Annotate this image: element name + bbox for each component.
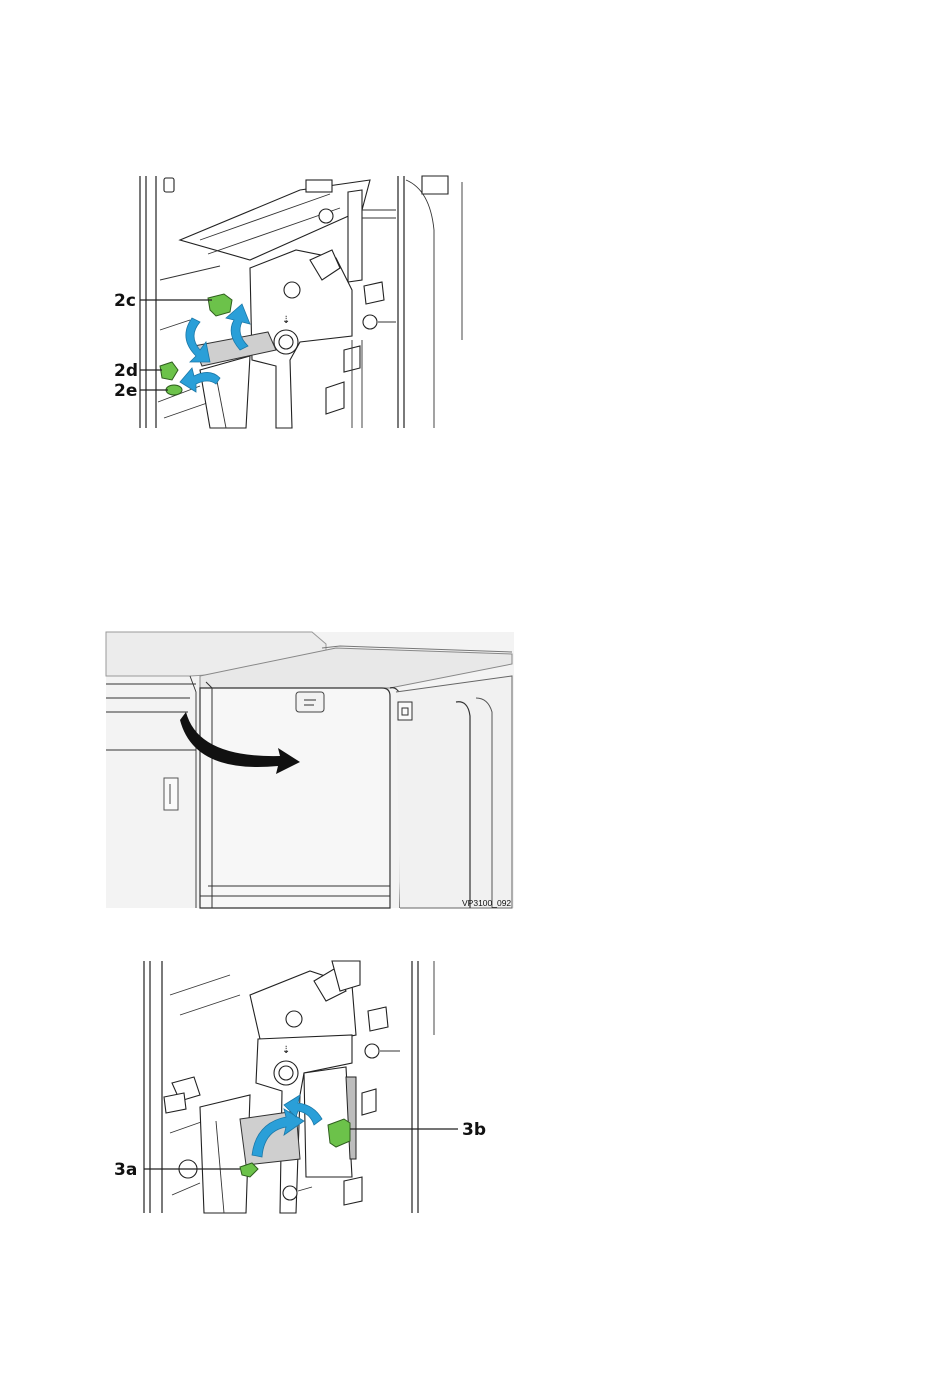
lever-2c-handle-icon [208,294,232,316]
cover-label-icon [296,692,324,712]
figure-close-front-cover: VP3100_092 [100,628,520,912]
rotate-down-arrow-icon [186,318,210,362]
svg-text:⇣: ⇣ [282,315,290,326]
callout-3b: 3b [462,1120,486,1140]
callout-2d: 2d [114,361,138,381]
latch-icon [398,702,412,720]
front-cover-door [200,688,390,908]
lever-2e-handle-icon [166,385,182,395]
knob-icon [363,315,377,329]
latch-icon [164,178,174,192]
knob-icon [283,1186,297,1200]
figure-code: VP3100_092 [462,898,511,908]
label-plate-icon [306,180,332,192]
knob-icon [286,1011,302,1027]
figure-jam-area-2: ⇣ 2c 2d 2e [100,170,480,432]
handle-recess-icon [164,778,178,810]
knob-icon [365,1044,379,1058]
callout-3a: 3a [114,1160,137,1180]
lever-2d-handle-icon [160,362,178,380]
knob-icon [284,282,300,298]
callout-2c: 2c [114,291,136,311]
latch-icon [422,176,448,194]
svg-text:⇣: ⇣ [282,1045,290,1056]
callout-2e: 2e [114,381,137,401]
figure-jam-area-3: ⇣ 3b 3a [100,955,500,1217]
